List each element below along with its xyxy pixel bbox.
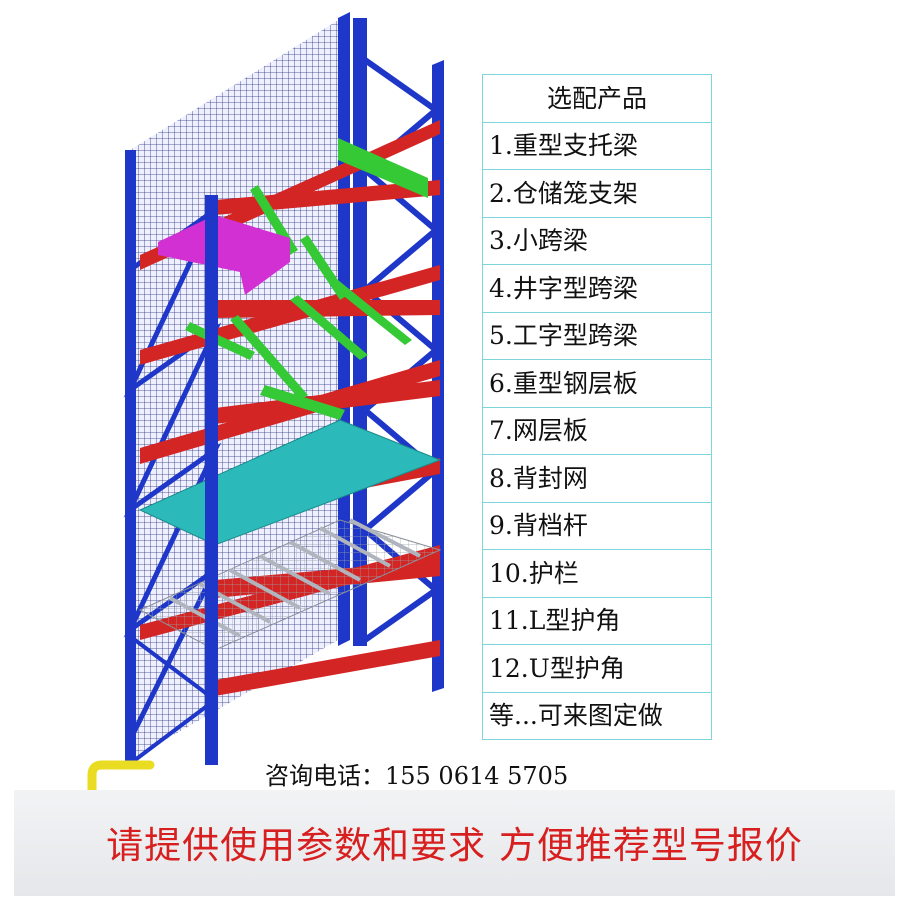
bottom-banner: 请提供使用参数和要求 方便推荐型号报价 [14,790,895,896]
option-item: 9.背档杆 [482,501,712,550]
option-item: 7.网层板 [482,406,712,455]
option-item: 8.背封网 [482,454,712,503]
option-item: 11.L型护角 [482,596,712,645]
front-uprights [205,195,218,765]
magenta-beam [158,215,290,295]
banner-text: 请提供使用参数和要求 方便推荐型号报价 [106,824,803,867]
option-item: 2.仓储笼支架 [482,169,712,218]
option-item: 3.小跨梁 [482,216,712,265]
option-item: 10.护栏 [482,549,712,598]
options-header: 选配产品 [482,74,712,123]
option-item: 6.重型钢层板 [482,359,712,408]
option-item: 等...可来图定做 [482,691,712,740]
option-item: 5.工字型跨梁 [482,311,712,360]
contact-phone: 咨询电话：155 0614 5705 [265,762,569,790]
front-left-bracing [133,638,219,762]
options-table: 选配产品 1.重型支托梁 2.仓储笼支架 3.小跨梁 4.井字型跨梁 5.工字型… [482,74,712,740]
guard-rail [87,760,155,800]
option-item: 12.U型护角 [482,644,712,693]
option-item: 1.重型支托梁 [482,121,712,170]
option-item: 4.井字型跨梁 [482,264,712,313]
